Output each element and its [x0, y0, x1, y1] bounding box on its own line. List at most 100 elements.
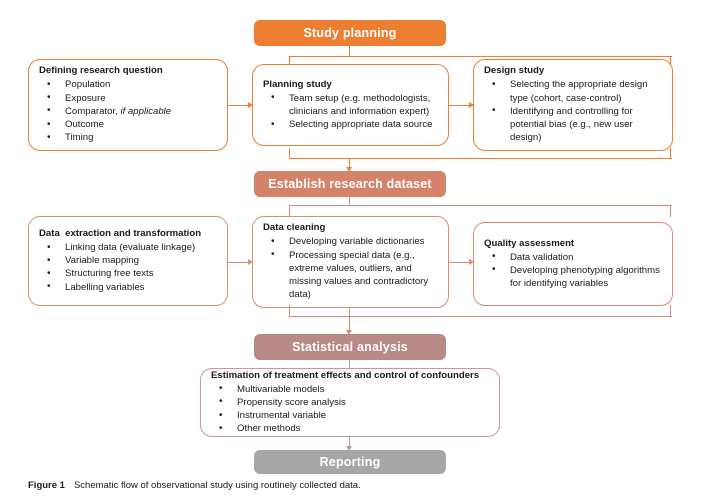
list-item-text: Propensity score analysis: [237, 396, 346, 408]
connector-row2-to-stage3: [349, 308, 351, 332]
bullet-icon: •: [219, 383, 223, 395]
connector-row1-a-to-b: [228, 104, 248, 106]
list-item: •Linking data (evaluate linkage): [39, 241, 219, 254]
bullet-icon: •: [492, 264, 496, 276]
connector-row2-left-drop: [289, 205, 291, 217]
bullet-icon: •: [47, 254, 51, 266]
list-item: •Other methods: [211, 422, 491, 435]
connector-analysis-drop: [349, 360, 351, 369]
connector-row2-b-to-c: [449, 261, 469, 263]
arrow-right-icon: [248, 101, 253, 108]
stage-bar-establish-research-dataset: Establish research dataset: [254, 171, 446, 197]
list-item-text: Timing: [65, 132, 94, 144]
card-bullet-list: • Team setup (e.g. methodologists, clinic…: [263, 92, 440, 132]
connector-planning-drop: [349, 46, 351, 57]
connector-row1-bottom-left-riser: [289, 148, 291, 159]
arrow-down-icon: [346, 446, 353, 451]
connector-row1-to-stage2: [349, 158, 351, 168]
list-item: • Outcome: [39, 118, 219, 131]
list-item-text: Developing variable dictionaries: [289, 236, 425, 248]
card-estimation-of-treatment-effects: Estimation of treatment effects and cont…: [200, 368, 500, 437]
arrow-right-icon: [248, 258, 253, 265]
list-item-text: Team setup (e.g. methodologists, clinici…: [289, 92, 431, 117]
card-bullet-list: • Multivariable models • Propensity score …: [211, 383, 491, 436]
connector-row2-right-drop: [670, 205, 672, 217]
bullet-icon: •: [271, 249, 275, 261]
list-item: • Labelling variables: [39, 281, 219, 294]
list-item-text: Comparator,: [65, 105, 121, 117]
card-bullet-list: • Developing variable dictionaries • Proce…: [263, 235, 440, 301]
connector-row2-bottom-right-riser: [670, 305, 672, 317]
list-item: • Developing variable dictionaries: [263, 235, 440, 248]
connector-row2-a-to-b: [228, 261, 248, 263]
list-item-text: Outcome: [65, 119, 104, 131]
list-item-text: Data validation: [510, 251, 574, 263]
card-bullet-list: •Linking data (evaluate linkage) •Variab…: [39, 241, 219, 294]
stage-bar-establish-research-dataset-label: Establish research dataset: [268, 177, 432, 191]
connector-row2-bottom-left-riser: [289, 305, 291, 317]
bullet-icon: •: [47, 267, 51, 279]
stage-bar-statistical-analysis: Statistical analysis: [254, 334, 446, 360]
arrow-right-icon: [469, 101, 474, 108]
list-item: • Developing phenotyping algorithms for i…: [484, 264, 664, 290]
list-item: • Timing: [39, 131, 219, 144]
card-bullet-list: • Data validation • Developing phenotyping…: [484, 251, 664, 291]
list-item: •Selecting appropriate data source: [263, 118, 440, 131]
list-item-text: Other methods: [237, 423, 301, 435]
card-title: Defining research question: [39, 65, 163, 77]
connector-row2-bottom-bus: [289, 316, 672, 318]
card-defining-research-question: Defining research question • Population •…: [28, 59, 228, 151]
connector-row1-bottom-right-riser: [670, 148, 672, 159]
bullet-icon: •: [47, 131, 51, 143]
bullet-icon: •: [219, 396, 223, 408]
arrow-down-icon: [346, 330, 353, 335]
list-item-text: Labelling variables: [65, 281, 145, 293]
card-title: Design study: [484, 65, 545, 77]
connector-row1-left-drop: [289, 56, 291, 67]
bullet-icon: •: [492, 251, 496, 263]
list-item: • Population: [39, 78, 219, 91]
card-design-study: Design study •Selecting the appropriate …: [473, 59, 673, 151]
card-title: Planning study: [263, 78, 332, 90]
bullet-icon: •: [47, 105, 51, 117]
bullet-icon: •: [271, 118, 275, 130]
card-planning-study: Planning study • Team setup (e.g. methodo…: [252, 64, 449, 146]
bullet-icon: •: [271, 235, 275, 247]
list-item: •Selecting the appropriate design type (…: [484, 78, 664, 104]
bullet-icon: •: [219, 409, 223, 421]
list-item: •Structuring free texts: [39, 267, 219, 280]
bullet-icon: •: [47, 118, 51, 130]
list-item-text: Population: [65, 79, 111, 91]
list-item-text: Multivariable models: [237, 383, 325, 395]
connector-dataset-drop: [349, 197, 351, 206]
bullet-icon: •: [492, 78, 496, 90]
card-title: Data cleaning: [263, 222, 326, 234]
stage-bar-study-planning: Study planning: [254, 20, 446, 46]
bullet-icon: •: [492, 105, 496, 117]
list-item: •Comparator, if applicable: [39, 105, 219, 118]
list-item-text: Linking data (evaluate linkage): [65, 242, 196, 254]
card-bullet-list: •Selecting the appropriate design type (…: [484, 78, 664, 144]
stage-bar-study-planning-label: Study planning: [303, 26, 397, 40]
connector-row1-bottom-bus: [289, 158, 672, 160]
list-item: • Processing special data (e.g., extreme …: [263, 249, 440, 302]
bullet-icon: •: [271, 92, 275, 104]
list-item: •Variable mapping: [39, 254, 219, 267]
figure-caption-text: Schematic flow of observational study us…: [73, 480, 361, 491]
list-item: • Multivariable models: [211, 383, 491, 396]
bullet-icon: •: [47, 92, 51, 104]
connector-row1-right-drop: [670, 56, 672, 67]
list-item: • Identifying and controlling for potenti…: [484, 105, 664, 145]
list-item-text: Developing phenotyping algorithms for id…: [510, 264, 660, 290]
arrow-right-icon: [469, 258, 474, 265]
stage-bar-statistical-analysis-label: Statistical analysis: [292, 340, 408, 354]
bullet-icon: •: [47, 281, 51, 293]
list-item-text: Exposure: [65, 92, 106, 104]
list-item-text: Identifying and controlling for potentia…: [510, 105, 633, 144]
list-item-text: Processing special data (e.g., extreme v…: [289, 249, 429, 301]
stage-bar-reporting-label: Reporting: [319, 455, 381, 469]
bullet-icon: •: [47, 78, 51, 90]
stage-bar-reporting: Reporting: [254, 450, 446, 474]
